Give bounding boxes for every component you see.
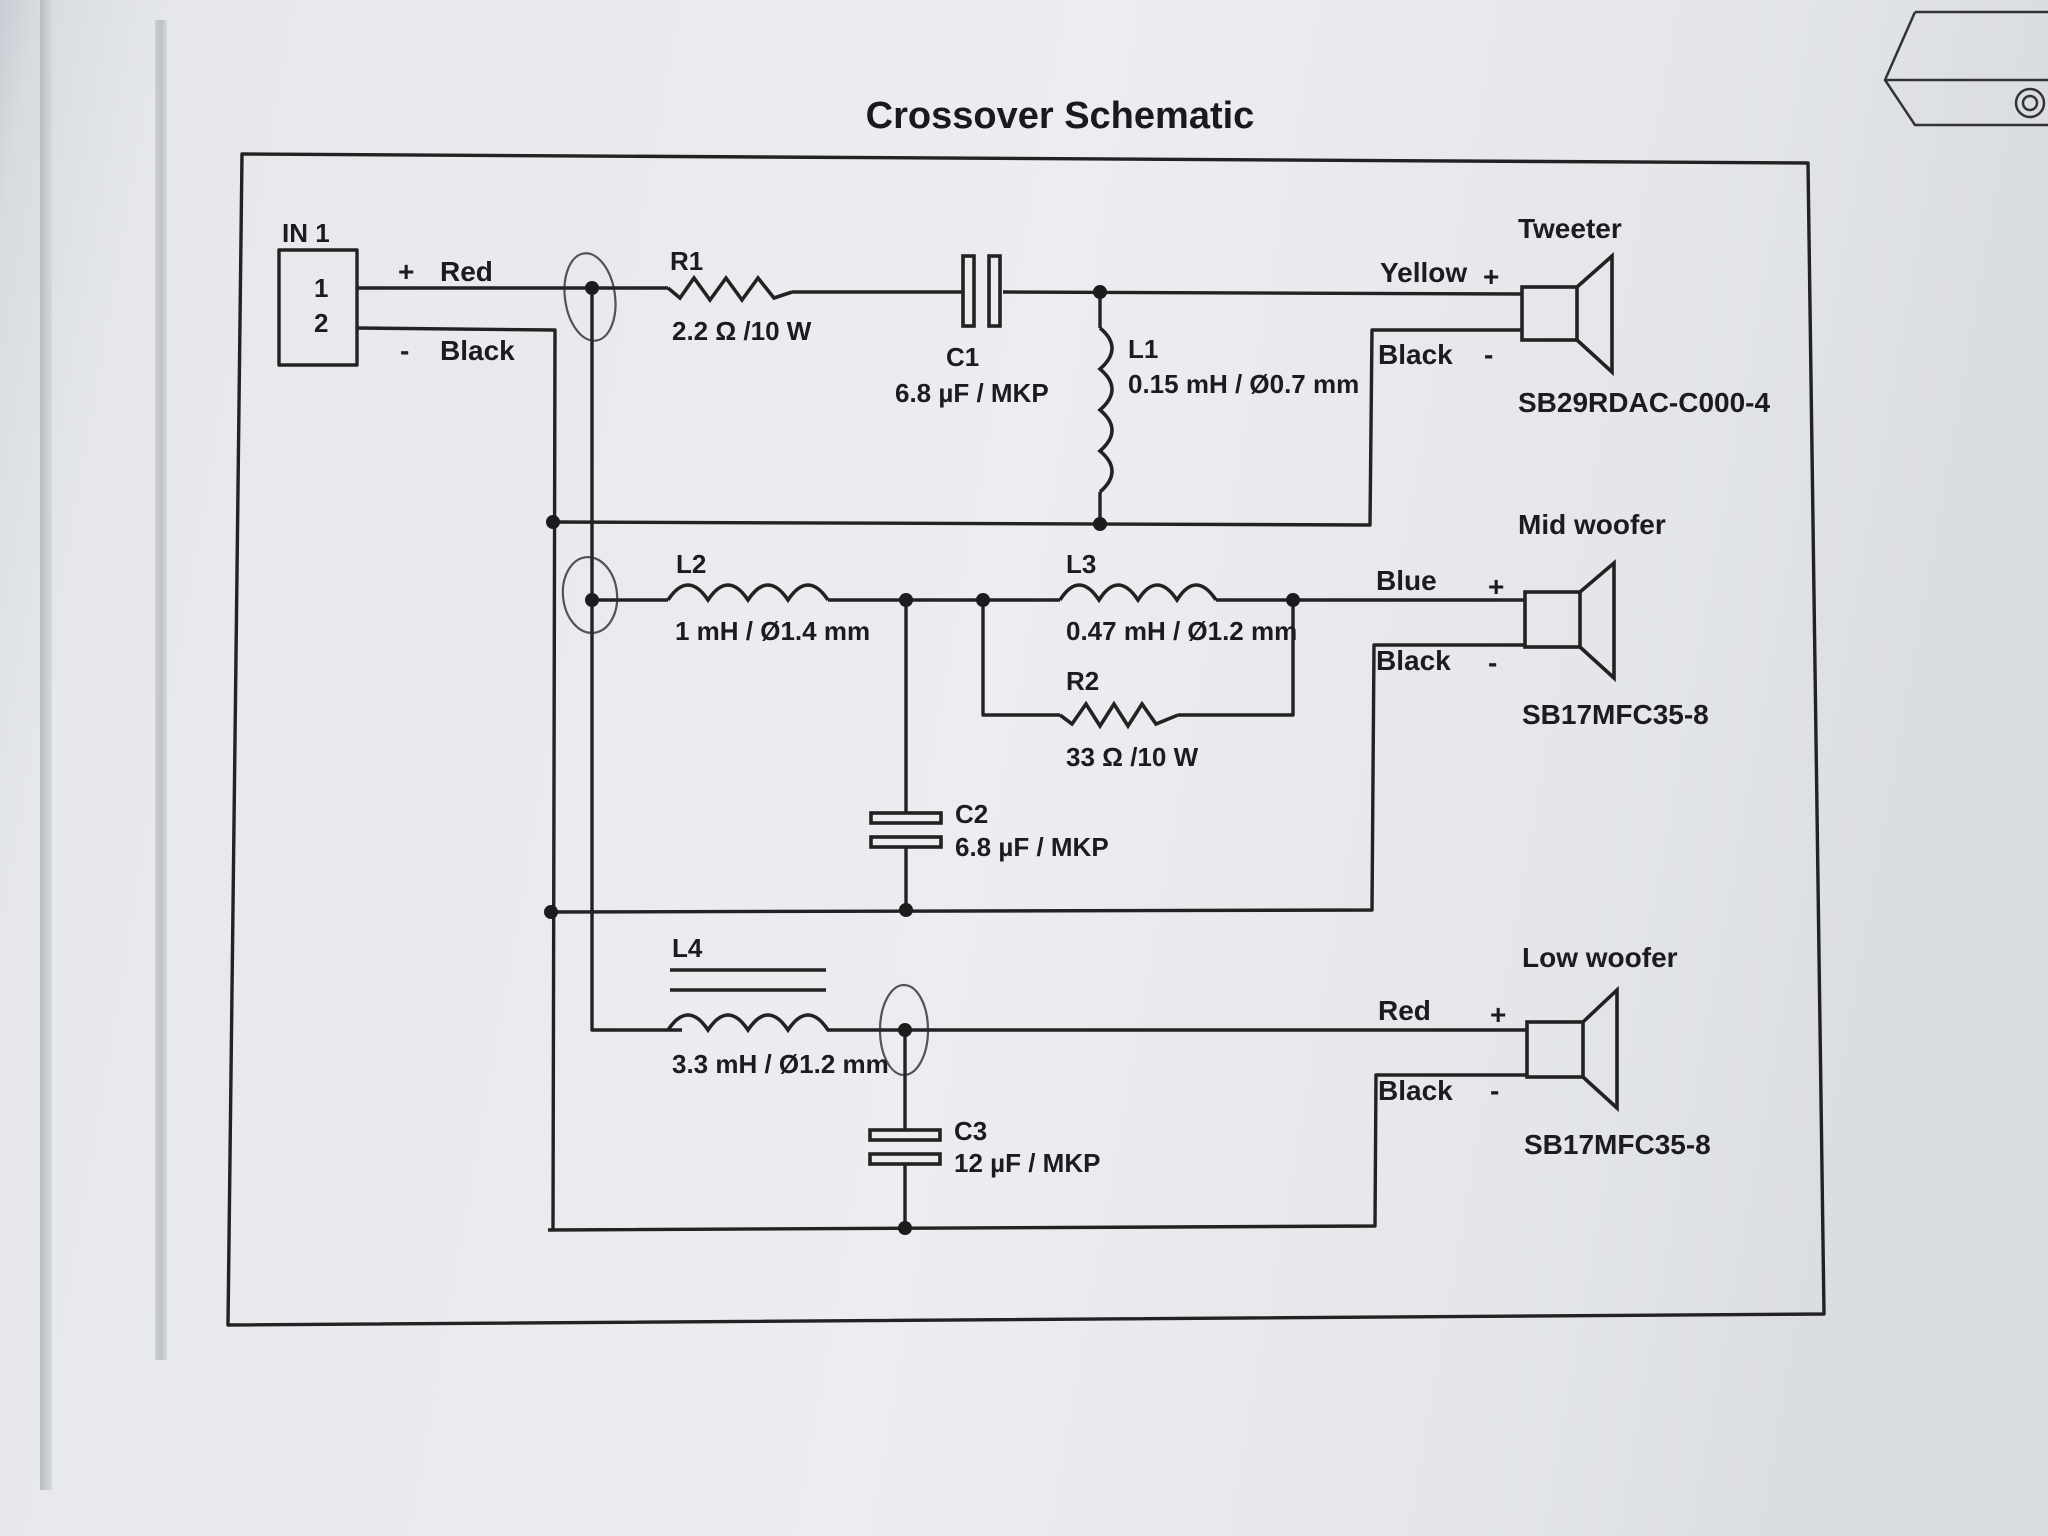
input-minus-sign: - [400, 335, 409, 366]
l1-ref: L1 [1128, 334, 1158, 364]
wire-mid-return [550, 643, 1525, 914]
wire-plus-bus [590, 288, 682, 1032]
pen-annotations [561, 252, 930, 1077]
input-name: IN 1 [282, 218, 330, 248]
low-plus-wire-label: Red [1378, 995, 1431, 1026]
wires [356, 286, 1527, 1232]
resistor-r2: R2 33 Ω /10 W [1058, 666, 1199, 772]
c1-value: 6.8 µF / MKP [895, 378, 1049, 408]
tweeter-model: SB29RDAC-C000-4 [1518, 387, 1771, 418]
low-minus-sign: - [1490, 1075, 1499, 1106]
l3-ref: L3 [1066, 549, 1096, 579]
wire-r2-right [1178, 600, 1295, 717]
input-plus-wire-label: Red [440, 256, 493, 287]
low-model: SB17MFC35-8 [1524, 1129, 1711, 1160]
inductor-l4: L4 3.3 mH / Ø1.2 mm [666, 933, 889, 1079]
schematic-frame [226, 152, 1826, 1327]
wire-minus-bus [356, 326, 557, 1231]
r2-ref: R2 [1066, 666, 1099, 696]
tweeter-minus-sign: - [1484, 339, 1493, 370]
low-plus-sign: + [1490, 999, 1506, 1030]
capacitor-c1: C1 6.8 µF / MKP [895, 254, 1049, 408]
page-binding-fold [155, 20, 167, 1360]
l3-value: 0.47 mH / Ø1.2 mm [1066, 616, 1297, 646]
mid-woofer-driver: Mid woofer Blue + Black - SB17MFC35-8 [1376, 509, 1709, 730]
junction-dot [899, 593, 913, 607]
tweeter-title: Tweeter [1518, 213, 1622, 244]
low-minus-wire-label: Black [1378, 1075, 1453, 1106]
tweeter-plus-wire-label: Yellow [1380, 257, 1467, 288]
tweeter-minus-wire-label: Black [1378, 339, 1453, 370]
tweeter-plus-sign: + [1483, 261, 1499, 292]
wire-c1-tweeter [1002, 290, 1523, 296]
input-plus-sign: + [398, 256, 414, 287]
input-pin-1: 1 [314, 273, 328, 303]
r1-ref: R1 [670, 246, 703, 276]
mid-title: Mid woofer [1518, 509, 1666, 540]
c3-value: 12 µF / MKP [954, 1148, 1100, 1178]
mid-plus-wire-label: Blue [1376, 565, 1437, 596]
mid-plus-sign: + [1488, 571, 1504, 602]
input-connector: IN 1 1 2 + Red - Black [277, 218, 515, 367]
input-pin-2: 2 [314, 308, 328, 338]
capacitor-c2: C2 6.8 µF / MKP [869, 799, 1109, 862]
c2-ref: C2 [955, 799, 988, 829]
inductor-l1: L1 0.15 mH / Ø0.7 mm [1097, 326, 1359, 494]
r2-value: 33 Ω /10 W [1066, 742, 1199, 772]
junction-dot [546, 515, 560, 529]
c3-ref: C3 [954, 1116, 987, 1146]
wire-low-return [547, 1073, 1527, 1232]
wire-tweeter-return [552, 328, 1522, 527]
junction-dot [1093, 517, 1107, 531]
l2-ref: L2 [676, 549, 706, 579]
l1-value: 0.15 mH / Ø0.7 mm [1128, 369, 1359, 399]
wire-r2-left [981, 600, 1060, 717]
l4-ref: L4 [672, 933, 703, 963]
l2-value: 1 mH / Ø1.4 mm [675, 616, 870, 646]
inductor-l2: L2 1 mH / Ø1.4 mm [666, 549, 870, 646]
junction-dot [585, 593, 599, 607]
mid-minus-sign: - [1488, 647, 1497, 678]
junction-dot [1093, 285, 1107, 299]
input-minus-wire-label: Black [440, 335, 515, 366]
junction-dot [585, 281, 599, 295]
low-title: Low woofer [1522, 942, 1678, 973]
junction-dot [544, 905, 558, 919]
mid-model: SB17MFC35-8 [1522, 699, 1709, 730]
junction-dot [976, 593, 990, 607]
resistor-r1: R1 2.2 Ω /10 W [666, 246, 812, 346]
junction-dot [1286, 593, 1300, 607]
capacitor-c3: C3 12 µF / MKP [868, 1116, 1100, 1178]
mid-minus-wire-label: Black [1376, 645, 1451, 676]
c1-ref: C1 [946, 342, 979, 372]
page-edge-shadow [40, 0, 52, 1490]
inductor-l3: L3 0.47 mH / Ø1.2 mm [1058, 549, 1297, 646]
tweeter-driver: Tweeter Yellow + Black - SB29RDAC-C000-4 [1378, 213, 1771, 418]
junction-dot [898, 1221, 912, 1235]
junction-dot [898, 1023, 912, 1037]
low-woofer-driver: Low woofer Red + Black - SB17MFC35-8 [1378, 942, 1711, 1160]
r1-value: 2.2 Ω /10 W [672, 316, 812, 346]
schematic-title: Crossover Schematic [866, 95, 1255, 137]
junction-dots [544, 281, 1300, 1235]
c2-value: 6.8 µF / MKP [955, 832, 1109, 862]
l4-value: 3.3 mH / Ø1.2 mm [672, 1049, 889, 1079]
junction-dot [899, 903, 913, 917]
corner-enclosure-sketch [1883, 10, 2048, 127]
